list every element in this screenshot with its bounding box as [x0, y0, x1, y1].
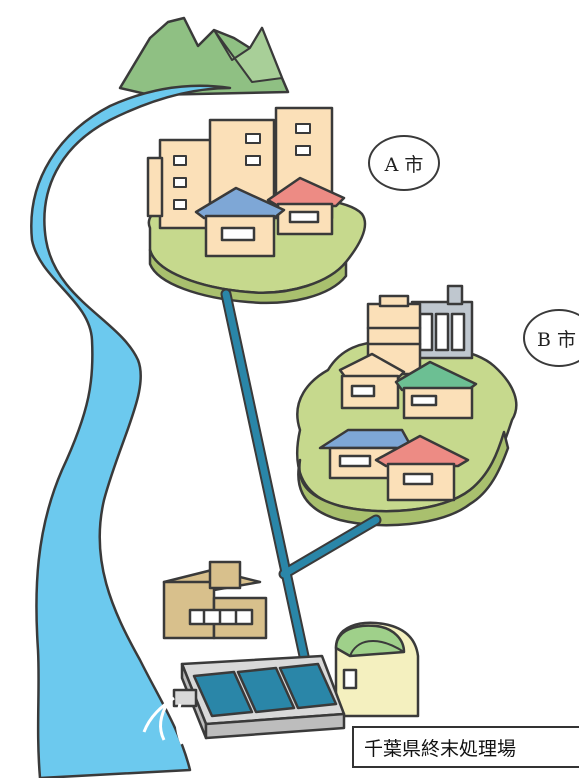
- treatment-plant-text: 千葉県終末処理場: [364, 734, 516, 761]
- treatment-tank-icon: [182, 656, 344, 738]
- city-a-text: A 市: [385, 150, 424, 177]
- city-a-label: A 市: [368, 135, 440, 191]
- factory-icon: [164, 562, 266, 638]
- mountain-icon: [120, 18, 288, 95]
- treatment-plant-label: 千葉県終末処理場: [352, 726, 579, 768]
- greenhouse-icon: [336, 623, 418, 716]
- city-b-text: B 市: [537, 325, 576, 352]
